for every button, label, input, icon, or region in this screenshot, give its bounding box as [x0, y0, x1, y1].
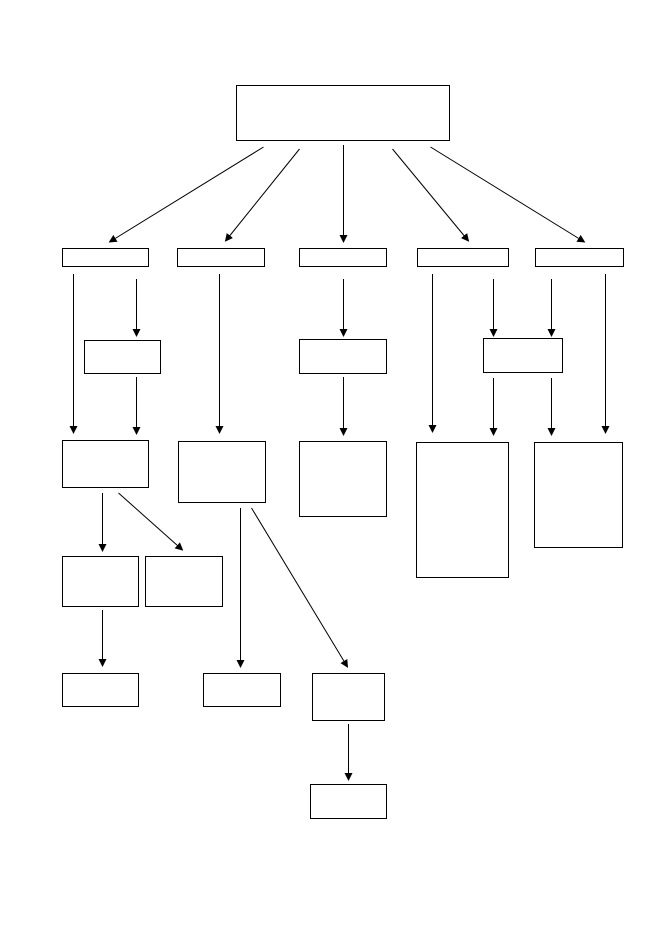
box-l1a [62, 248, 149, 267]
box-outline [483, 338, 563, 373]
box-outline [62, 248, 149, 267]
arrow-root-to-l1d [392, 148, 470, 242]
box-l1c [299, 248, 387, 267]
box-outline [310, 784, 387, 819]
box-outline [203, 673, 281, 707]
box-root [236, 85, 450, 141]
arrow-b-low-to-b-bottom-right [251, 507, 349, 668]
box-outline [299, 339, 387, 374]
box-l1d [417, 248, 509, 267]
box-l1b [177, 248, 265, 267]
box-c-low [299, 441, 387, 517]
box-layer [62, 85, 624, 819]
box-b-bottom-right [312, 673, 385, 721]
box-a-bottom [62, 673, 139, 707]
box-outline [416, 442, 509, 578]
box-a-low-left [62, 556, 139, 607]
arrow-root-to-l1a [108, 146, 264, 243]
box-outline [62, 673, 139, 707]
arrow-root-to-l1b [224, 148, 300, 242]
box-outline [177, 248, 265, 267]
box-outline [417, 248, 509, 267]
box-outline [236, 85, 450, 141]
box-outline [312, 673, 385, 721]
box-outline [178, 441, 266, 503]
box-outline [62, 440, 149, 488]
box-a-mid [84, 340, 161, 374]
box-outline [145, 556, 223, 607]
box-d-low [416, 442, 509, 578]
box-a-low-right [145, 556, 223, 607]
box-outline [535, 248, 624, 267]
box-b-low [178, 441, 266, 503]
box-c-mid [299, 339, 387, 374]
box-a-low [62, 440, 149, 488]
box-l1e [535, 248, 624, 267]
box-outline [534, 442, 623, 548]
arrow-root-to-l1e [430, 146, 586, 243]
arrow-a-low-to-a-low-right [118, 492, 184, 551]
connector-layer [69, 145, 610, 781]
box-b-bottom-left [203, 673, 281, 707]
box-outline [299, 248, 387, 267]
box-b-last [310, 784, 387, 819]
box-de-mid [483, 338, 563, 373]
box-outline [62, 556, 139, 607]
box-e-low [534, 442, 623, 548]
box-outline [84, 340, 161, 374]
box-outline [299, 441, 387, 517]
